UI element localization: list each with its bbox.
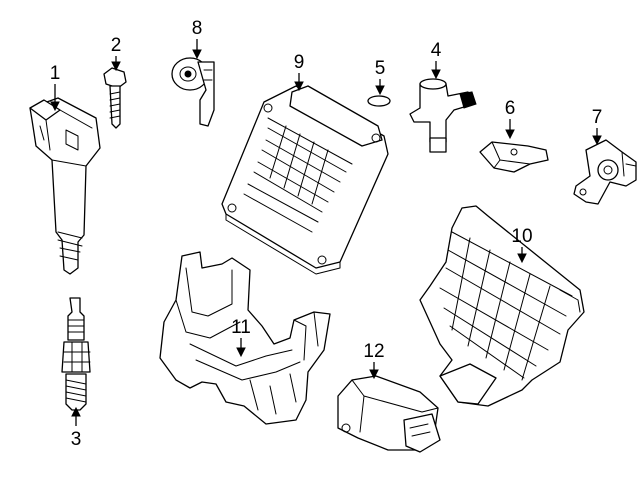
callout-9: 9 (294, 52, 305, 92)
part-6-sensor[interactable] (479, 141, 549, 173)
callout-10: 10 (511, 226, 533, 264)
part-4-camshaft-sensor[interactable] (409, 78, 477, 153)
part-11-lower-bracket[interactable] (159, 251, 331, 425)
callout-7: 7 (592, 107, 603, 146)
callout-2: 2 (111, 35, 122, 72)
callout-6: 6 (505, 98, 516, 140)
callout-label-6: 6 (505, 98, 516, 119)
part-9-engine-control-module[interactable] (221, 85, 389, 275)
callout-label-1: 1 (50, 63, 61, 84)
part-12-control-unit[interactable] (337, 375, 441, 453)
callout-label-12: 12 (363, 341, 384, 362)
part-7-bracket-sensor[interactable] (573, 139, 637, 205)
callout-4: 4 (431, 40, 442, 80)
callout-11: 11 (231, 317, 251, 358)
callout-5: 5 (375, 58, 386, 96)
callout-label-11: 11 (231, 317, 251, 338)
callout-label-10: 10 (511, 226, 532, 247)
callout-label-8: 8 (192, 18, 203, 39)
part-10-module-bracket[interactable] (419, 205, 585, 407)
callout-3: 3 (71, 406, 82, 450)
callout-label-3: 3 (71, 429, 82, 450)
callout-8: 8 (192, 18, 203, 60)
part-5-o-ring[interactable] (367, 95, 391, 107)
callout-label-2: 2 (111, 35, 122, 56)
callout-1: 1 (50, 63, 61, 112)
part-2-bolt[interactable] (103, 67, 127, 129)
part-8-knock-sensor[interactable] (171, 57, 215, 127)
callout-label-4: 4 (431, 40, 442, 61)
part-1-ignition-coil[interactable] (29, 97, 101, 275)
callout-label-9: 9 (294, 52, 305, 73)
callout-label-5: 5 (375, 58, 386, 79)
part-3-spark-plug[interactable] (61, 297, 91, 411)
callout-label-7: 7 (592, 107, 603, 128)
callout-12: 12 (363, 341, 385, 380)
